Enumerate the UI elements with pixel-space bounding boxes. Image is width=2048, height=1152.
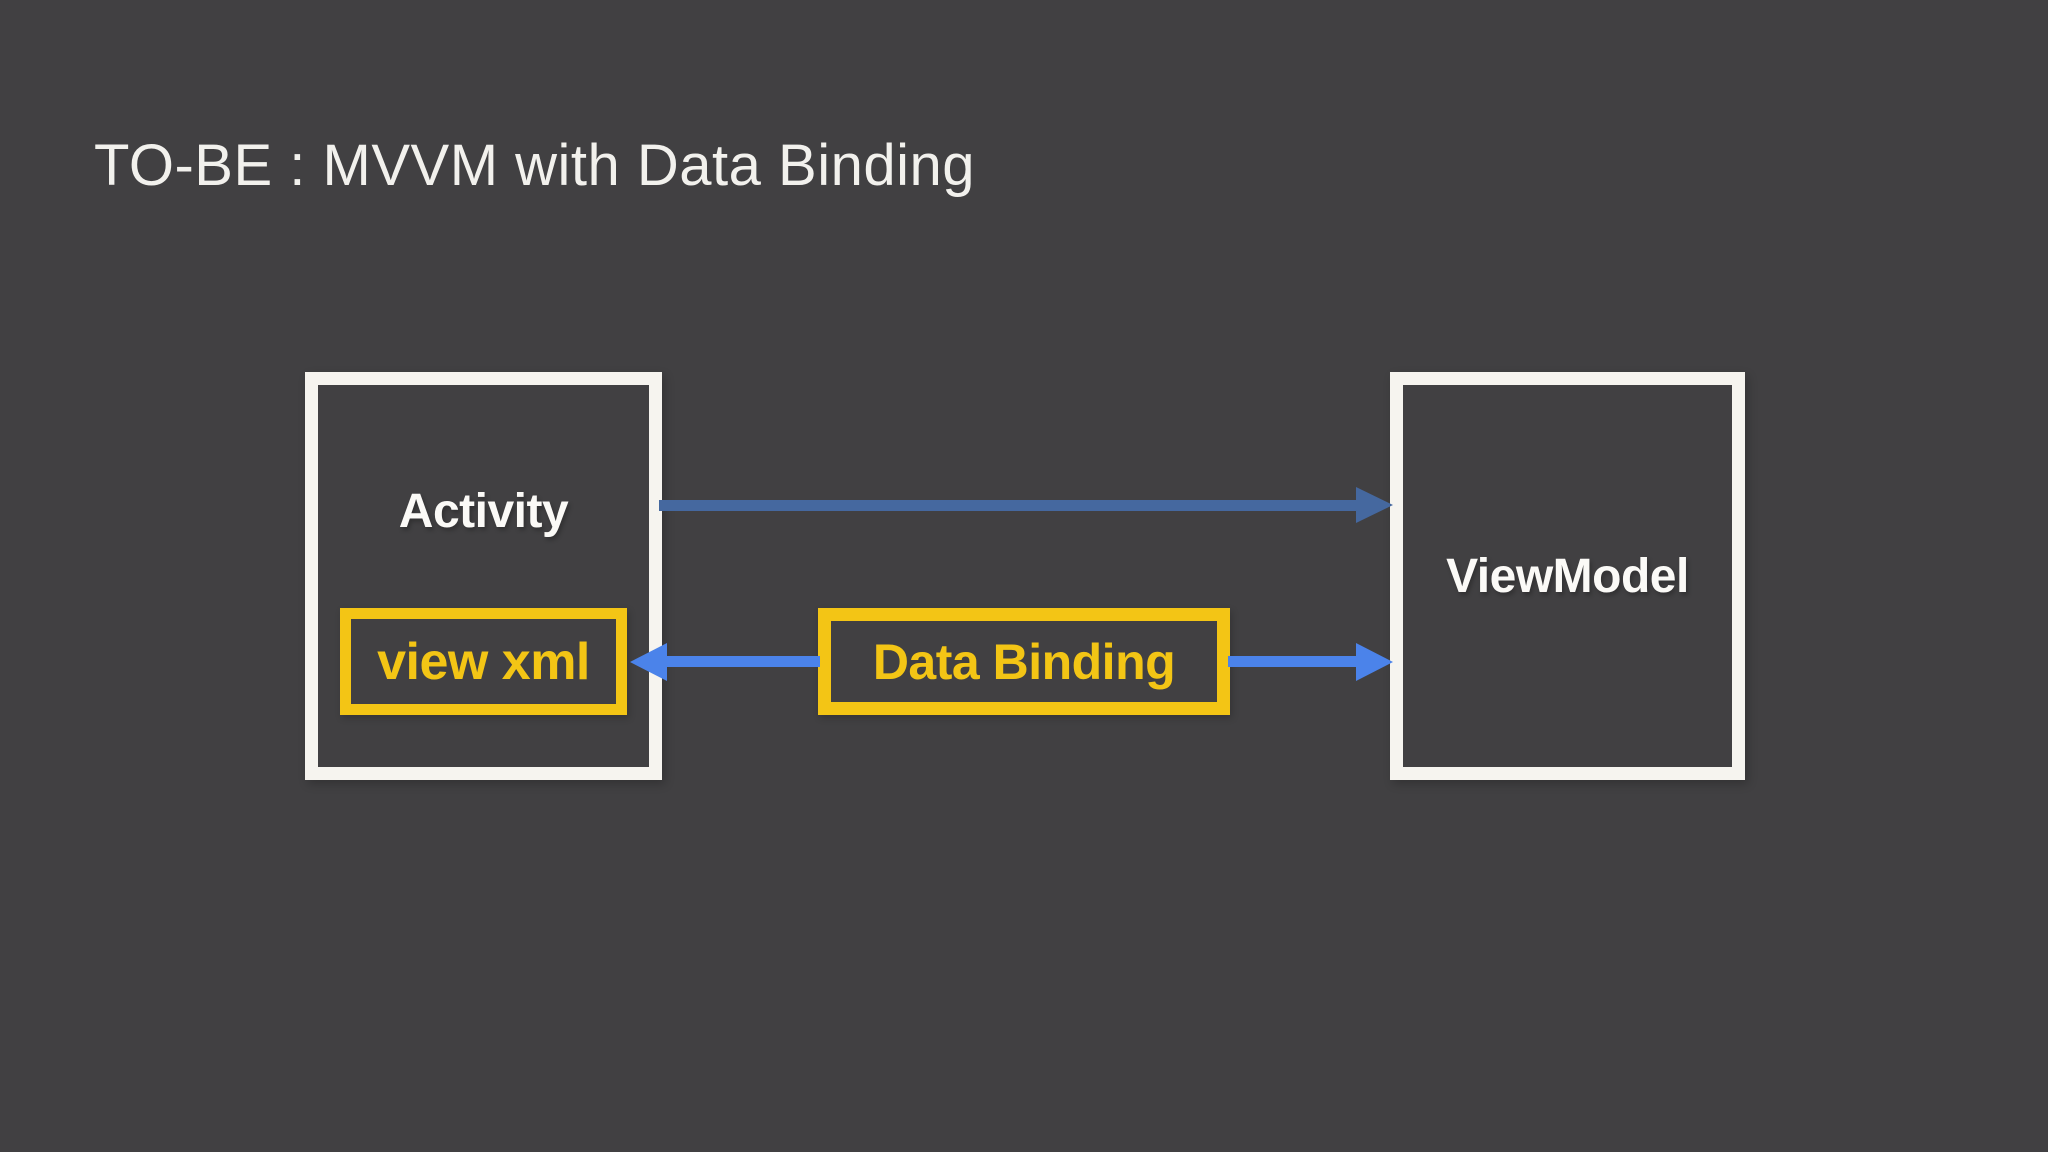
- viewmodel-label: ViewModel: [1446, 549, 1689, 603]
- arrow-head-left-icon: [630, 643, 667, 681]
- arrow-head-right-icon: [1356, 487, 1393, 523]
- viewmodel-box: ViewModel: [1390, 372, 1745, 780]
- arrow-line: [1228, 656, 1356, 667]
- data-binding-label: Data Binding: [872, 633, 1176, 690]
- view-xml-box: view xml: [340, 608, 627, 715]
- arrow-line: [659, 500, 1358, 511]
- activity-box: [305, 372, 662, 780]
- arrow-head-right-icon: [1356, 643, 1393, 681]
- view-xml-label: view xml: [377, 632, 590, 691]
- data-binding-box: Data Binding: [818, 608, 1230, 715]
- activity-label: Activity: [398, 485, 569, 538]
- arrow-line: [665, 656, 820, 667]
- slide-title: TO-BE : MVVM with Data Binding: [94, 133, 976, 198]
